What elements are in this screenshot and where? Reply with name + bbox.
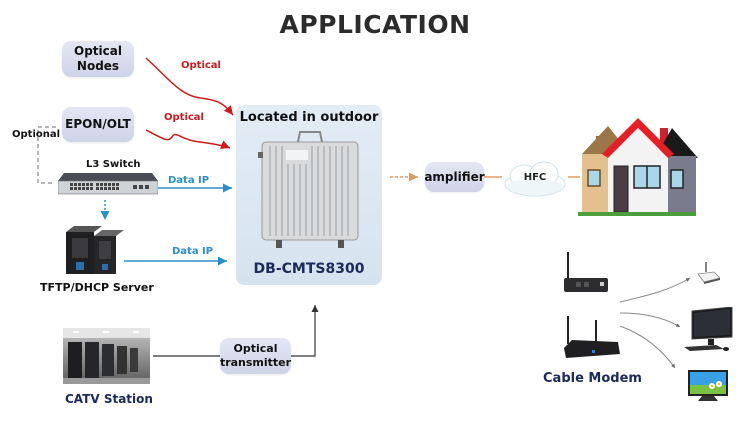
optical-link-2: [145, 129, 231, 149]
amplifier-box: amplifier: [424, 162, 485, 192]
modem-link-pc: [619, 312, 681, 328]
tftp-server-label: TFTP/DHCP Server: [40, 281, 154, 294]
desktop-pc-icon: [684, 307, 734, 353]
epon-olt-box: EPON/OLT: [62, 107, 134, 142]
modem-link-router: [619, 277, 691, 303]
house-icon: [578, 116, 698, 218]
optical-link-1: [145, 57, 234, 116]
catv-station-label: CATV Station: [65, 392, 153, 406]
optical-nodes-box: Optical Nodes: [62, 41, 134, 77]
cmts-device-image: [258, 130, 362, 252]
cable-modem-device-2: [562, 314, 622, 360]
television-icon: [688, 370, 728, 402]
optical-link-label-2: Optical: [164, 112, 204, 123]
optional-dashed-link: [37, 126, 56, 184]
hfc-label: HFC: [523, 172, 547, 183]
wifi-router-icon: [696, 260, 720, 284]
optional-label: Optional: [12, 129, 61, 140]
optical-transmitter-box: Optical transmitter: [220, 338, 291, 374]
cmts-model-label: DB-CMTS8300: [253, 261, 365, 277]
cmts-location-heading: Located in outdoor: [239, 110, 379, 125]
modem-link-tv: [619, 325, 676, 369]
hfc-cloud: [500, 160, 570, 198]
l3-switch-device: [58, 173, 158, 195]
page-title: APPLICATION: [279, 10, 471, 39]
data-ip-label-1: Data IP: [168, 175, 210, 186]
data-ip-label-2: Data IP: [172, 246, 214, 257]
optical-link-label-1: Optical: [181, 60, 221, 71]
transmitter-to-cmts-link: [291, 305, 319, 357]
cable-modem-label: Cable Modem: [543, 371, 642, 386]
l3-switch-label: L3 Switch: [86, 159, 141, 170]
catv-station-image: [63, 328, 150, 384]
tftp-server-icon: [64, 226, 124, 276]
cable-modem-device-1: [562, 248, 612, 298]
